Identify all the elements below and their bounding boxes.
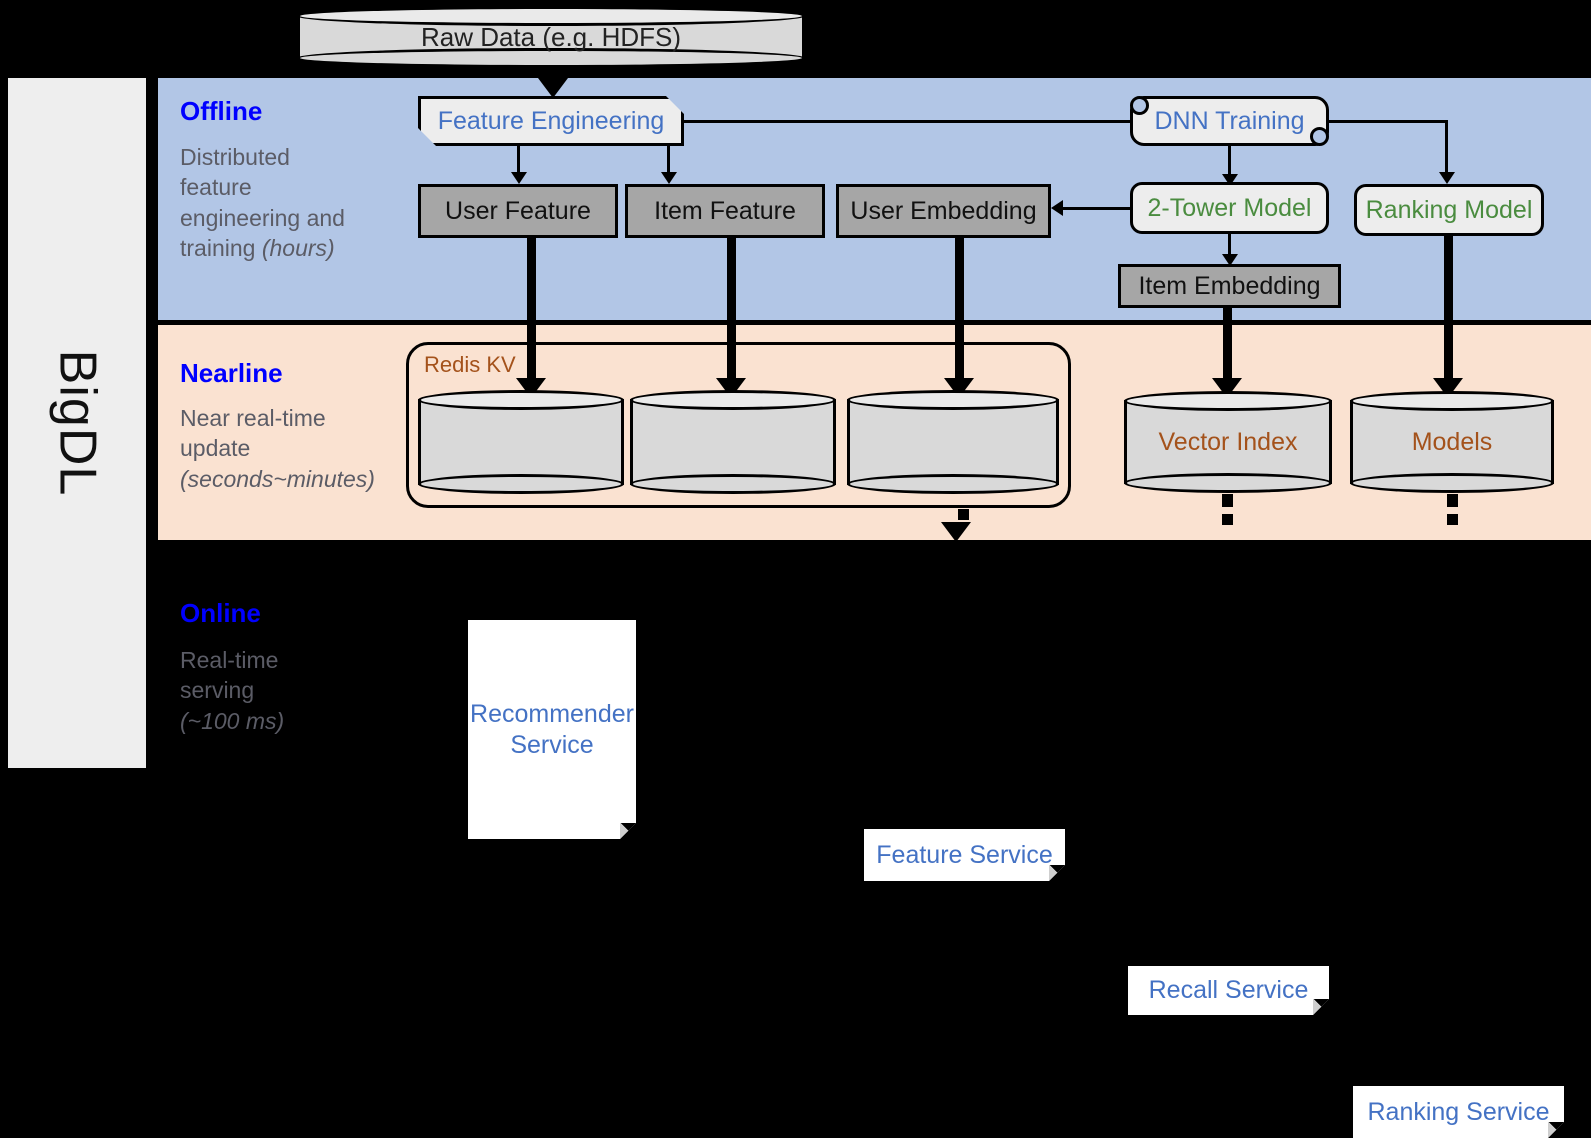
offline-desc-emphasis: (hours): [261, 235, 335, 262]
nearline-desc-emphasis: (seconds~minutes): [180, 465, 375, 492]
arrow-twotower-itemembedding: [1222, 254, 1238, 266]
page-fold-icon: [1548, 1122, 1564, 1138]
redis-kv-container: [406, 342, 1071, 508]
connector-dnn-ranking-v: [1445, 120, 1448, 176]
offline-desc-l3: engineering and: [180, 204, 345, 231]
feature-service-label: Feature Service: [876, 840, 1053, 869]
cylinder-top: [297, 6, 805, 26]
flow-itemembedding-vectorindex: [1223, 308, 1232, 385]
raw-data-cylinder: Raw Data (e.g. HDFS): [297, 6, 805, 68]
recall-service-label: Recall Service: [1148, 976, 1309, 1005]
arrow-dnn-ranking: [1439, 172, 1455, 184]
models-cylinder[interactable]: Models: [1350, 391, 1554, 493]
connector-fe-userfeature: [517, 146, 520, 176]
connector-dnn-twotower: [1228, 146, 1231, 178]
arrow-redis-featureservice: [941, 522, 971, 542]
ranking-service-node[interactable]: Ranking Service: [1353, 1086, 1564, 1138]
item-feature-label: Item Feature: [654, 196, 796, 225]
connector-dnn-ranking-h: [1329, 120, 1448, 123]
offline-description: Distributed feature engineering and trai…: [180, 142, 380, 263]
raw-data-label: Raw Data (e.g. HDFS): [420, 21, 682, 52]
recall-service-node[interactable]: Recall Service: [1128, 966, 1329, 1015]
feature-engineering-label: Feature Engineering: [437, 106, 665, 135]
ranking-service-label: Ranking Service: [1367, 1097, 1550, 1126]
ranking-model-label: Ranking Model: [1365, 195, 1533, 224]
nearline-title: Nearline: [180, 358, 283, 388]
vector-index-cylinder[interactable]: Vector Index: [1124, 391, 1332, 493]
connector-twotower-itemembedding: [1228, 234, 1231, 260]
ranking-model-node[interactable]: Ranking Model: [1354, 184, 1544, 236]
two-tower-model-label: 2-Tower Model: [1147, 193, 1312, 222]
online-desc-emphasis: (~100 ms): [180, 707, 285, 734]
recommender-service-node[interactable]: Recommender Service: [468, 620, 636, 839]
flow-redis-featureservice-dash1: [958, 509, 969, 520]
bigdl-framework-rail: BigDL: [8, 78, 146, 768]
models-label: Models: [1411, 427, 1493, 456]
recommender-service-label-l1: Recommender: [470, 700, 634, 728]
connector-fe-itemfeature: [667, 146, 670, 176]
cylinder-bottom: [297, 48, 805, 68]
connector-rawdata-fe: [549, 68, 552, 84]
online-band: [158, 545, 1591, 789]
user-feature-store-cylinder: [418, 390, 624, 494]
item-embedding-node[interactable]: Item Embedding: [1118, 264, 1341, 308]
online-desc-l2: serving: [180, 677, 255, 704]
recommender-service-label-l2: Service: [510, 730, 594, 759]
flow-vectorindex-recall-dash1: [1222, 494, 1233, 507]
flow-models-ranking-dash1: [1447, 494, 1458, 507]
user-embedding-label: User Embedding: [850, 196, 1037, 225]
user-embedding-store-cylinder: [847, 390, 1059, 494]
page-fold-icon: [1313, 999, 1329, 1015]
flow-itemfeature-store: [727, 238, 736, 385]
flow-models-ranking-dash2: [1447, 514, 1458, 525]
page-fold-icon: [1049, 865, 1065, 881]
two-tower-model-node[interactable]: 2-Tower Model: [1130, 182, 1329, 234]
nearline-description: Near real-time update (seconds~minutes): [180, 403, 410, 494]
offline-desc-l1: Distributed: [180, 144, 290, 170]
offline-title: Offline: [180, 96, 263, 126]
flow-userfeature-store: [527, 238, 536, 385]
offline-desc-l4: training: [180, 235, 262, 262]
dnn-training-label: DNN Training: [1154, 106, 1305, 135]
online-title: Online: [180, 598, 261, 628]
user-feature-label: User Feature: [445, 196, 591, 225]
user-feature-node[interactable]: User Feature: [418, 184, 618, 238]
item-embedding-label: Item Embedding: [1138, 271, 1321, 300]
diagram-canvas: BigDL Raw Data (e.g. HDFS) Offline Distr…: [8, 6, 1591, 789]
nearline-desc-l1: Near real-time: [180, 405, 326, 431]
feature-service-node[interactable]: Feature Service: [864, 829, 1065, 881]
arrow-fe-itemfeature: [661, 172, 677, 184]
arrow-twotower-userembedding: [1051, 200, 1063, 216]
redis-kv-label: Redis KV: [424, 352, 516, 377]
vector-index-label: Vector Index: [1158, 427, 1298, 456]
page-fold-icon: [620, 823, 636, 839]
dnn-training-node[interactable]: DNN Training: [1130, 96, 1329, 146]
online-description: Real-time serving (~100 ms): [180, 645, 410, 736]
connector-twotower-userembedding: [1063, 207, 1130, 210]
nearline-desc-l2: update: [180, 435, 251, 462]
user-embedding-node[interactable]: User Embedding: [836, 184, 1051, 238]
offline-desc-l2: feature: [180, 174, 252, 201]
bigdl-text: BigDL: [48, 349, 107, 497]
flow-vectorindex-recall-dash2: [1222, 514, 1233, 525]
arrow-rawdata-fe: [538, 78, 568, 98]
arrow-fe-userfeature: [511, 172, 527, 184]
item-feature-store-cylinder: [630, 390, 836, 494]
connector-fe-dnn: [684, 120, 1139, 123]
flow-rankingmodel-models: [1444, 236, 1453, 385]
feature-engineering-node[interactable]: Feature Engineering: [418, 96, 684, 146]
bigdl-label: BigDL: [8, 78, 146, 768]
item-feature-node[interactable]: Item Feature: [625, 184, 825, 238]
flow-userembedding-store: [955, 238, 964, 385]
online-desc-l1: Real-time: [180, 647, 279, 673]
